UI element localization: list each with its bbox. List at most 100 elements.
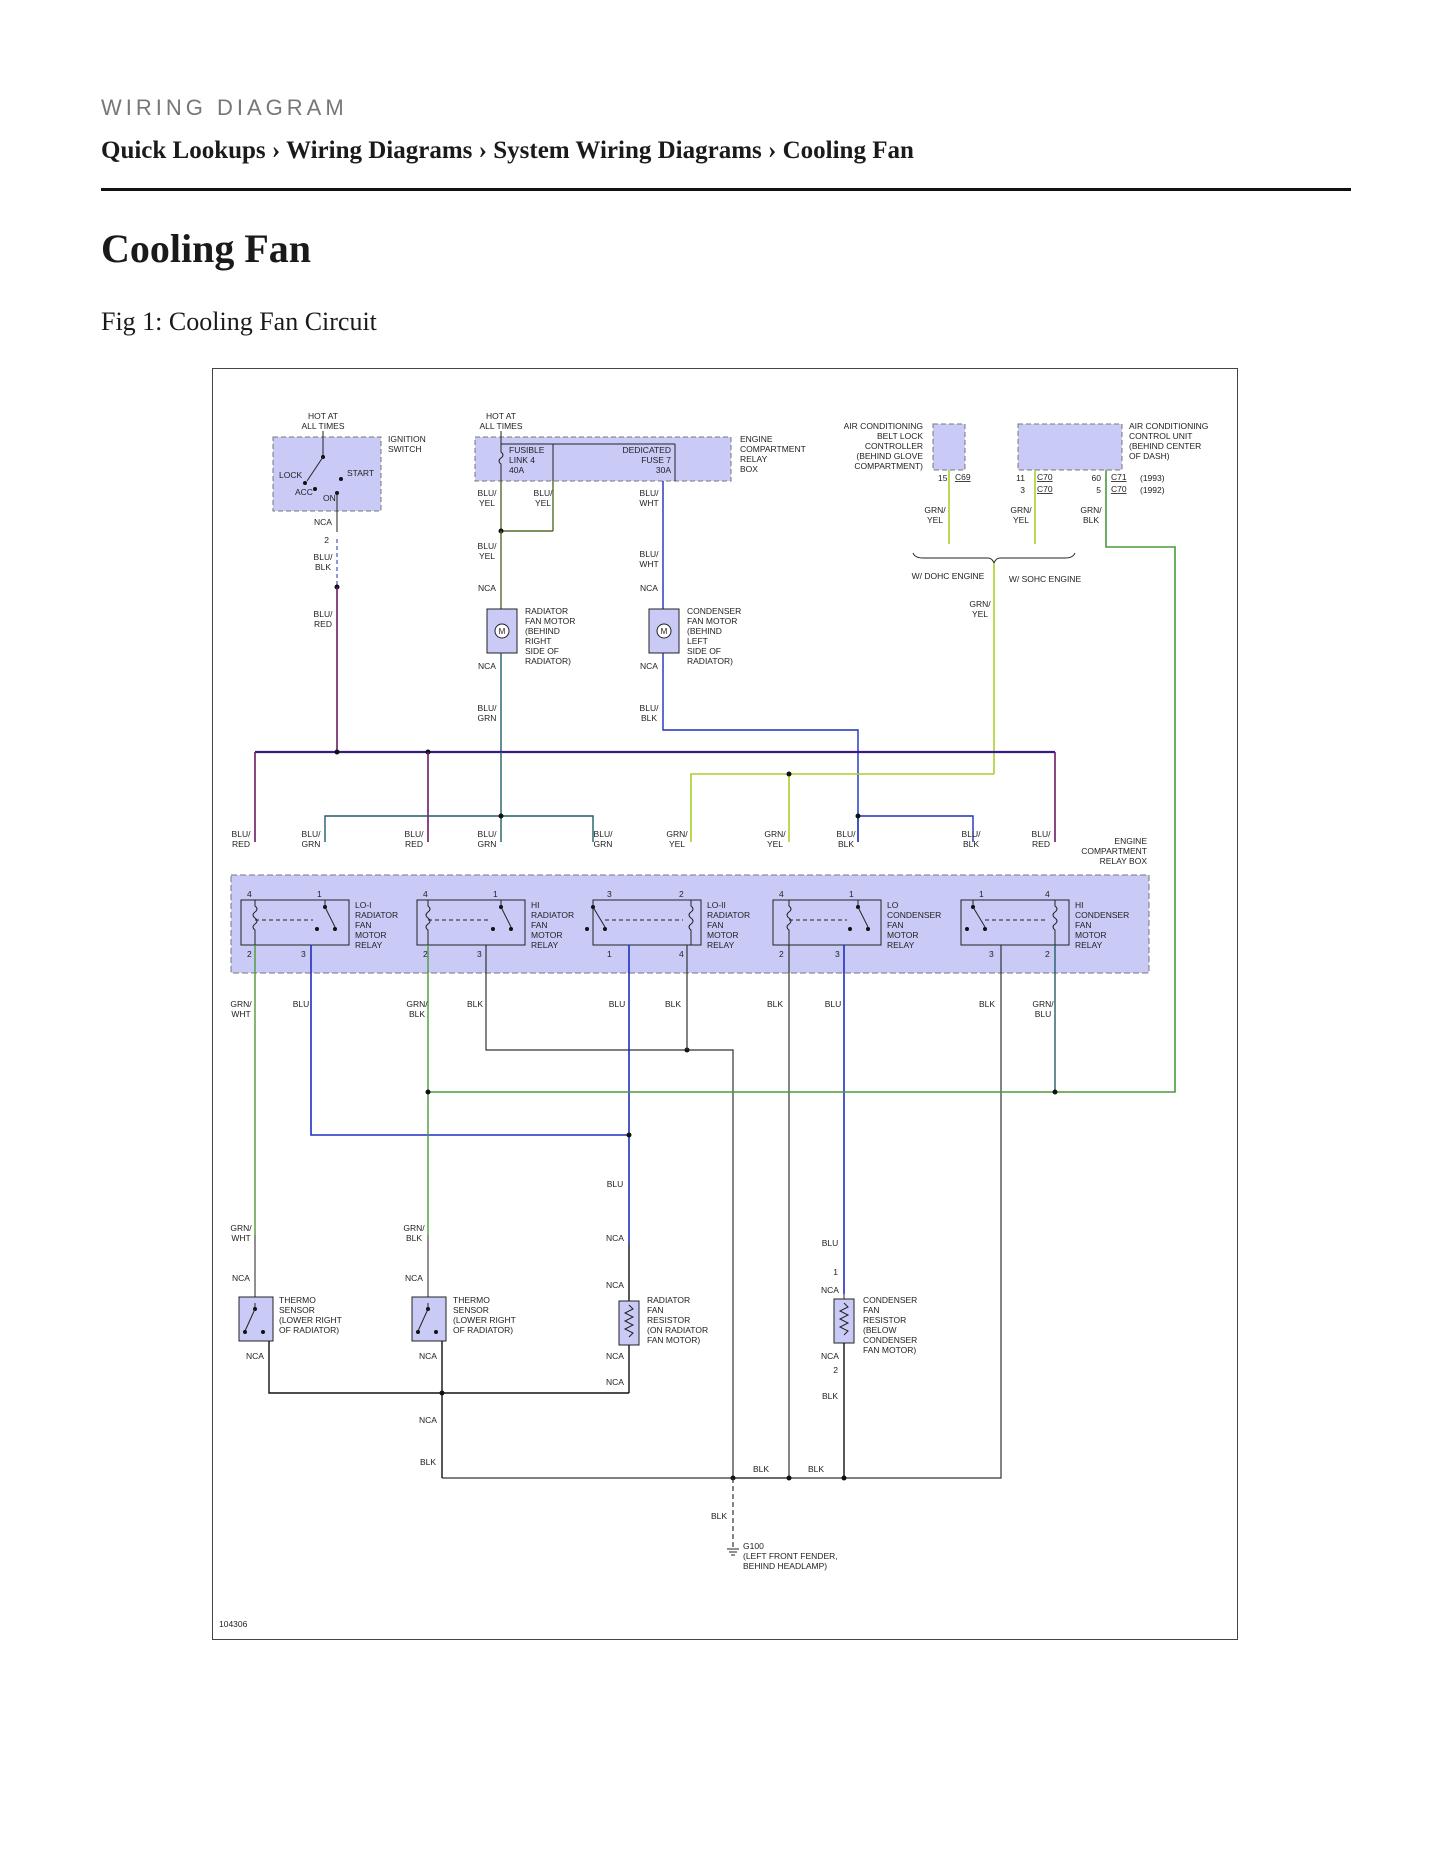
svg-text:BLU: BLU (609, 999, 626, 1009)
svg-text:11: 11 (1016, 473, 1025, 483)
svg-text:LOCK: LOCK (279, 470, 302, 480)
svg-text:BLK: BLK (665, 999, 681, 1009)
svg-text:YEL: YEL (479, 498, 495, 508)
svg-text:FAN: FAN (863, 1305, 880, 1315)
figure-caption: Fig 1: Cooling Fan Circuit (101, 307, 377, 336)
svg-text:BLU/: BLU/ (640, 488, 660, 498)
svg-text:RESISTOR: RESISTOR (863, 1315, 906, 1325)
svg-text:BLK: BLK (641, 713, 657, 723)
svg-text:NCA: NCA (246, 1351, 264, 1361)
svg-text:3: 3 (835, 949, 840, 959)
svg-text:1: 1 (849, 889, 854, 899)
svg-text:CONDENSER: CONDENSER (887, 910, 941, 920)
svg-text:FUSE 7: FUSE 7 (641, 455, 671, 465)
svg-text:FAN: FAN (887, 920, 904, 930)
svg-text:BLK: BLK (406, 1233, 422, 1243)
svg-text:RELAY: RELAY (740, 454, 768, 464)
svg-text:BLU: BLU (1035, 1009, 1052, 1019)
svg-text:RIGHT: RIGHT (525, 636, 551, 646)
svg-text:RELAY: RELAY (531, 940, 559, 950)
svg-text:GRN: GRN (302, 839, 321, 849)
svg-text:COMPARTMENT: COMPARTMENT (740, 444, 806, 454)
svg-text:BLU/: BLU/ (534, 488, 554, 498)
svg-text:C69: C69 (955, 472, 971, 482)
svg-text:GRN/: GRN/ (924, 505, 946, 515)
svg-text:(ON RADIATOR: (ON RADIATOR (647, 1325, 708, 1335)
relay-hi-radiator: 4 1 2 3 HI RADIATOR FAN MOTOR RELAY (416, 889, 574, 959)
svg-text:FAN MOTOR: FAN MOTOR (525, 616, 575, 626)
svg-text:BLU: BLU (825, 999, 842, 1009)
section-kicker: WIRING DIAGRAM (101, 95, 348, 120)
relay-lo-ii-radiator: 3 2 1 4 LO-II RADIATOR FAN MOTOR RELAY (585, 889, 750, 959)
svg-text:1: 1 (317, 889, 322, 899)
figure-id: 104306 (219, 1619, 248, 1629)
svg-text:4: 4 (423, 889, 428, 899)
svg-text:SIDE OF: SIDE OF (687, 646, 721, 656)
svg-text:CONDENSER: CONDENSER (863, 1295, 917, 1305)
svg-text:C70: C70 (1037, 472, 1053, 482)
svg-text:3: 3 (477, 949, 482, 959)
svg-text:FAN: FAN (1075, 920, 1092, 930)
svg-text:FAN: FAN (707, 920, 724, 930)
svg-text:NCA: NCA (419, 1415, 437, 1425)
svg-text:NCA: NCA (419, 1351, 437, 1361)
svg-text:ENGINE: ENGINE (1114, 836, 1147, 846)
svg-text:YEL: YEL (535, 498, 551, 508)
svg-text:GRN/: GRN/ (230, 1223, 252, 1233)
svg-text:BLK: BLK (315, 562, 331, 572)
svg-text:RELAY: RELAY (887, 940, 915, 950)
breadcrumb-system-wiring-diagrams[interactable]: System Wiring Diagrams (493, 137, 762, 164)
svg-text:NCA: NCA (821, 1285, 839, 1295)
svg-text:(LOWER RIGHT: (LOWER RIGHT (279, 1315, 342, 1325)
svg-text:LO-II: LO-II (707, 900, 726, 910)
svg-text:C70: C70 (1037, 484, 1053, 494)
svg-text:OF RADIATOR): OF RADIATOR) (279, 1325, 339, 1335)
svg-text:BLK: BLK (838, 839, 854, 849)
breadcrumb-cooling-fan[interactable]: Cooling Fan (782, 137, 914, 164)
svg-text:GRN: GRN (478, 713, 497, 723)
svg-text:HI: HI (531, 900, 540, 910)
svg-text:(1993): (1993) (1140, 473, 1165, 483)
svg-text:NCA: NCA (478, 583, 496, 593)
svg-text:W/ DOHC ENGINE: W/ DOHC ENGINE (912, 571, 985, 581)
svg-text:RADIATOR: RADIATOR (531, 910, 574, 920)
wiring-diagram-figure: HOT AT ALL TIMES LOCK ACC ON START IGNIT… (212, 368, 1238, 1640)
svg-text:(BEHIND: (BEHIND (525, 626, 560, 636)
svg-text:YEL: YEL (767, 839, 783, 849)
svg-text:NCA: NCA (232, 1273, 250, 1283)
svg-text:NCA: NCA (606, 1233, 624, 1243)
svg-text:YEL: YEL (927, 515, 943, 525)
svg-text:FAN MOTOR): FAN MOTOR) (647, 1335, 700, 1345)
svg-text:RADIATOR: RADIATOR (647, 1295, 690, 1305)
svg-text:RELAY: RELAY (707, 940, 735, 950)
svg-text:WHT: WHT (231, 1233, 250, 1243)
svg-text:W/ SOHC ENGINE: W/ SOHC ENGINE (1009, 574, 1082, 584)
svg-text:BLU/: BLU/ (962, 829, 982, 839)
thermo-sensor-2: THERMO SENSOR (LOWER RIGHT OF RADIATOR) (411, 1295, 516, 1342)
svg-text:60: 60 (1092, 473, 1102, 483)
wiring-diagram: HOT AT ALL TIMES LOCK ACC ON START IGNIT… (219, 411, 1208, 1629)
condenser-fan-motor: M CONDENSER FAN MOTOR (BEHIND LEFT SIDE … (648, 606, 741, 666)
svg-text:GRN/: GRN/ (403, 1223, 425, 1233)
svg-text:RADIATOR): RADIATOR) (687, 656, 733, 666)
svg-text:GRN/: GRN/ (969, 599, 991, 609)
svg-text:BEHIND HEADLAMP): BEHIND HEADLAMP) (743, 1561, 827, 1571)
svg-text:MOTOR: MOTOR (707, 930, 738, 940)
svg-text:YEL: YEL (479, 551, 495, 561)
svg-text:COMPARTMENT: COMPARTMENT (1081, 846, 1147, 856)
svg-text:GRN/: GRN/ (1080, 505, 1102, 515)
breadcrumb-wiring-diagrams[interactable]: Wiring Diagrams (286, 137, 473, 164)
svg-text:RED: RED (1032, 839, 1050, 849)
svg-text:BLU/: BLU/ (302, 829, 322, 839)
svg-text:BLK: BLK (467, 999, 483, 1009)
svg-text:YEL: YEL (972, 609, 988, 619)
breadcrumb-quick-lookups[interactable]: Quick Lookups (101, 137, 266, 164)
svg-text:NCA: NCA (314, 517, 332, 527)
svg-text:SWITCH: SWITCH (388, 444, 422, 454)
ignition-switch: HOT AT ALL TIMES LOCK ACC ON START IGNIT… (272, 411, 426, 512)
svg-text:M: M (499, 627, 506, 636)
svg-text:(BEHIND: (BEHIND (687, 626, 722, 636)
relay-lo-condenser: 4 1 2 3 LO CONDENSER FAN MOTOR RELAY (772, 889, 941, 959)
svg-text:BLU: BLU (607, 1179, 624, 1189)
svg-text:GRN/: GRN/ (1032, 999, 1054, 1009)
